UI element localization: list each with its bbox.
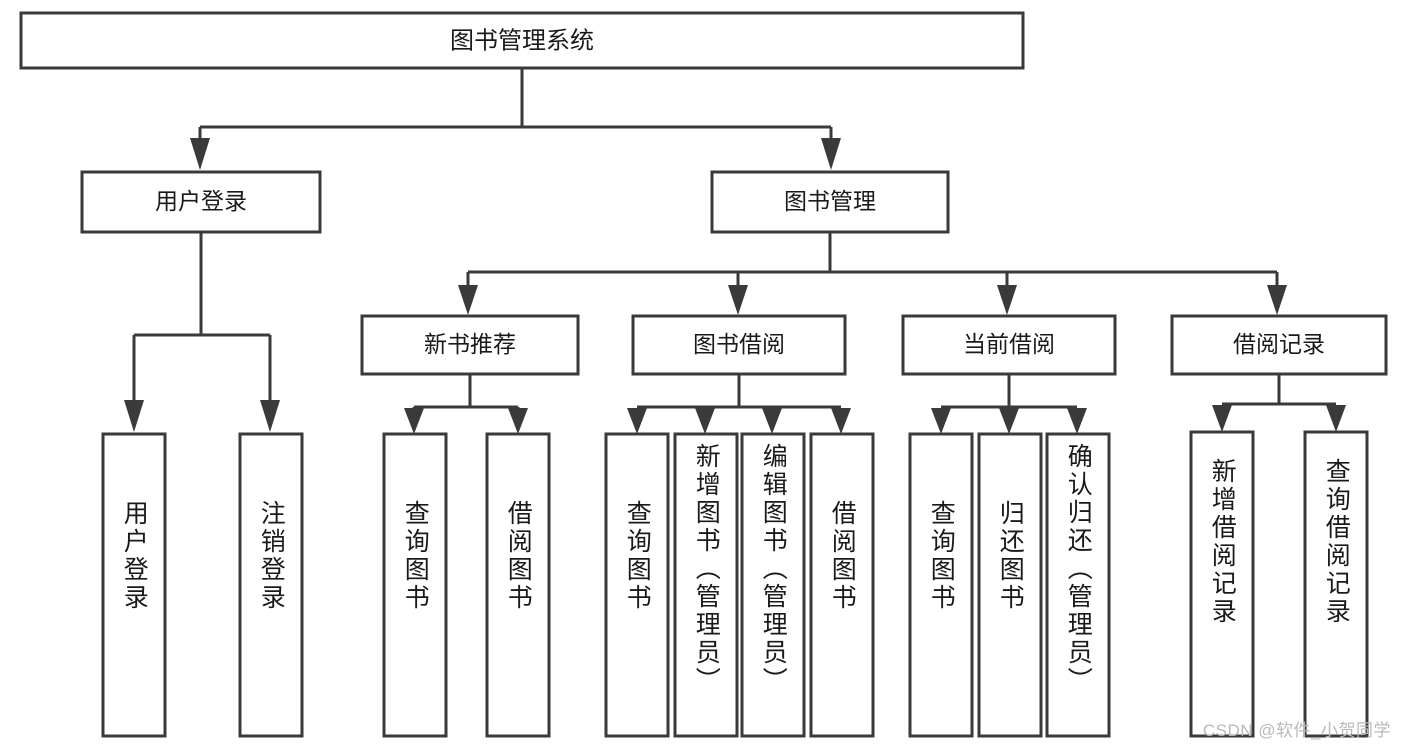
leaf-box-borrow-record-1[interactable] (1303, 430, 1369, 738)
node-book-borrow[interactable]: 图书借阅 (631, 314, 847, 376)
leaf-box-current-borrow-0[interactable] (908, 432, 974, 738)
arrowhead-leaf-book-borrow-1 (695, 408, 715, 434)
arrowhead-leaf-new-book-1 (508, 408, 528, 434)
node-book-manage[interactable]: 图书管理 (710, 170, 950, 234)
node-borrow-record[interactable]: 借阅记录 (1170, 314, 1388, 376)
leaf-box-borrow-record-0[interactable] (1189, 430, 1255, 738)
arrowhead-to-new-book (458, 285, 478, 315)
arrowhead-leaf-borrow-record-1 (1326, 405, 1346, 432)
arrowhead-leaf-user-login-0 (124, 400, 144, 432)
leaf-box-new-book-0[interactable] (382, 432, 448, 738)
arrowhead-leaf-current-borrow-2 (1067, 408, 1087, 434)
node-current-borrow-box (901, 314, 1117, 376)
leaf-box-user-login-0[interactable] (101, 432, 167, 738)
node-root[interactable]: 图书管理系统 (19, 11, 1025, 70)
watermark-text: CSDN @软件_小贺同学 (1202, 721, 1391, 740)
arrowhead-leaf-user-login-1 (260, 400, 280, 432)
arrowhead-leaf-borrow-record-0 (1212, 405, 1232, 432)
node-book-manage-box (710, 170, 950, 234)
node-root-label: 图书管理系统 (450, 27, 594, 54)
arrowhead-leaf-current-borrow-1 (999, 408, 1019, 434)
node-current-borrow[interactable]: 当前借阅 (901, 314, 1117, 376)
leaf-box-book-borrow-2[interactable] (740, 432, 806, 738)
node-borrow-record-box (1170, 314, 1388, 376)
node-borrow-record-label: 借阅记录 (1233, 331, 1325, 357)
node-book-manage-label: 图书管理 (784, 188, 876, 214)
arrowhead-to-borrow-record (1267, 285, 1287, 315)
arrowhead-to-current-borrow (997, 285, 1017, 315)
arrowhead-leaf-new-book-0 (404, 408, 424, 434)
leaf-box-current-borrow-2[interactable] (1045, 432, 1111, 738)
node-new-book-recommend-box (360, 314, 580, 376)
node-book-borrow-label: 图书借阅 (693, 331, 785, 357)
node-root-box (19, 11, 1025, 70)
arrowhead-to-user-login (190, 138, 210, 170)
arrowhead-leaf-current-borrow-0 (931, 408, 951, 434)
node-user-login[interactable]: 用户登录 (80, 170, 322, 234)
node-new-book-recommend[interactable]: 新书推荐 (360, 314, 580, 376)
node-book-borrow-box (631, 314, 847, 376)
leaf-box-user-login-1[interactable] (238, 432, 304, 738)
arrowhead-to-book-borrow (728, 285, 748, 315)
leaf-box-book-borrow-3[interactable] (809, 432, 875, 738)
node-user-login-label: 用户登录 (155, 188, 247, 214)
leaf-box-new-book-1[interactable] (485, 432, 551, 738)
arrowhead-to-book-manage (821, 138, 841, 170)
arrowhead-leaf-book-borrow-3 (831, 408, 851, 434)
node-current-borrow-label: 当前借阅 (963, 331, 1055, 357)
leaf-box-current-borrow-1[interactable] (977, 432, 1043, 738)
arrowhead-leaf-book-borrow-0 (627, 408, 647, 434)
leaf-box-book-borrow-0[interactable] (604, 432, 670, 738)
arrowhead-leaf-book-borrow-2 (762, 408, 782, 434)
leaf-box-book-borrow-1[interactable] (673, 432, 739, 738)
node-new-book-recommend-label: 新书推荐 (424, 331, 516, 357)
